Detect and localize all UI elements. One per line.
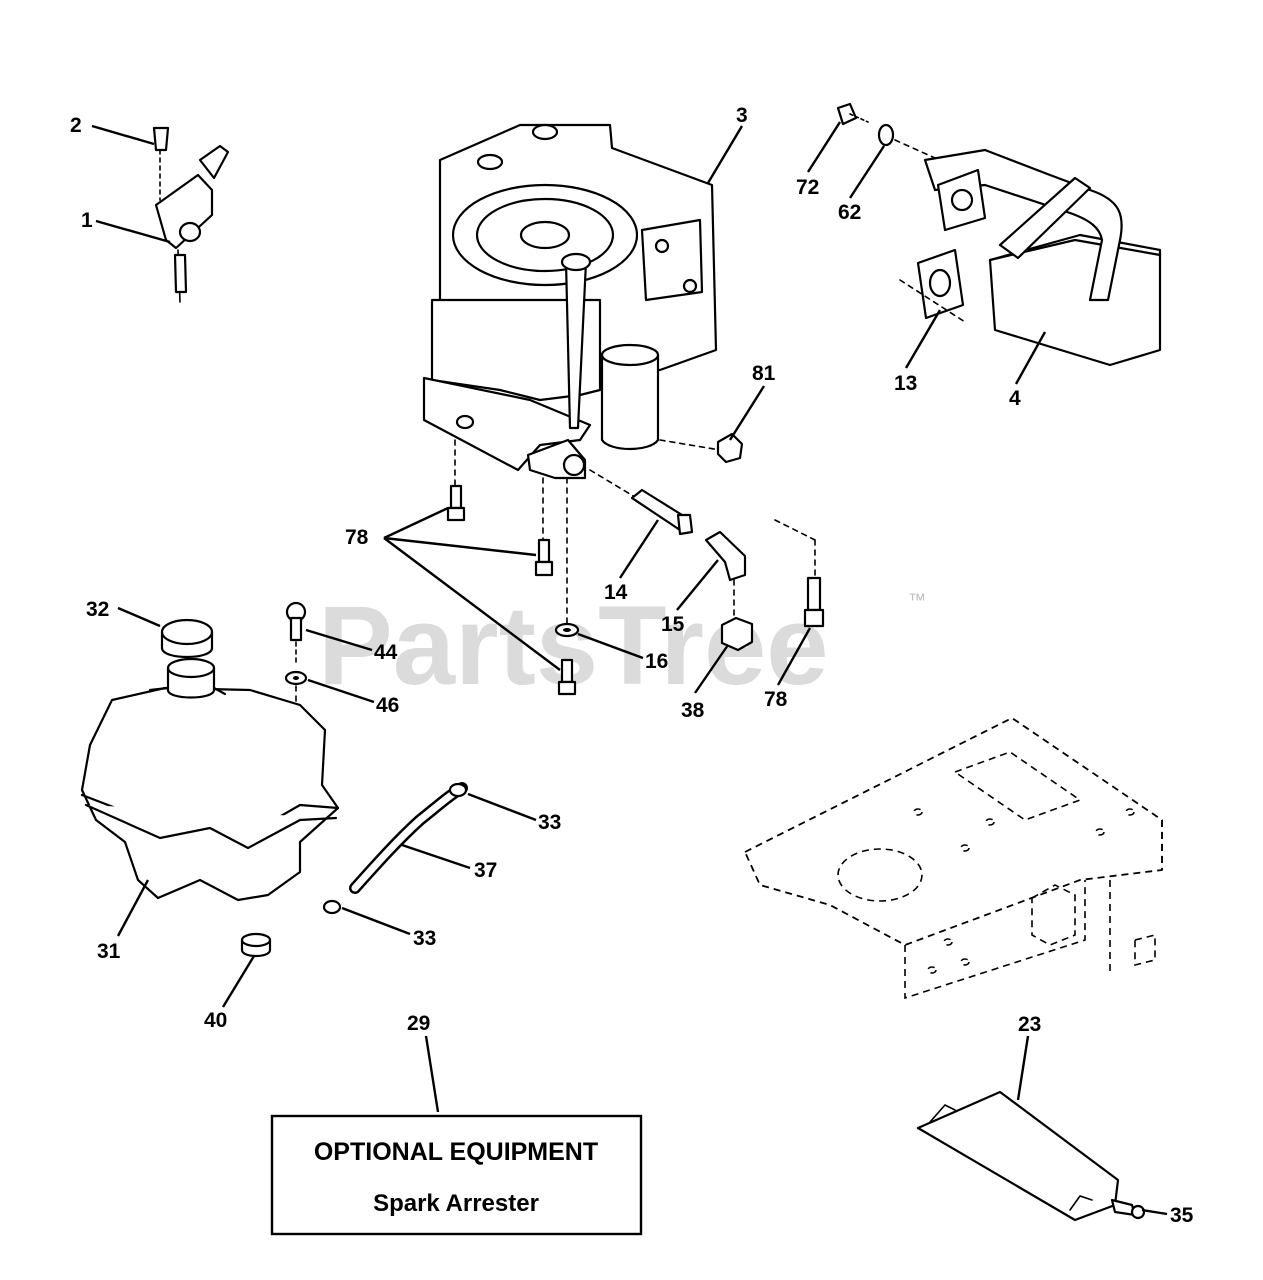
washer-62-part[interactable] — [877, 123, 895, 147]
callout-40[interactable]: 40 — [204, 1009, 227, 1032]
callout-72[interactable]: 72 — [796, 176, 819, 199]
exhaust-gasket-part[interactable] — [916, 248, 965, 320]
washer-16-part[interactable] — [554, 622, 580, 638]
hose-clamp-lower-part[interactable] — [322, 899, 342, 915]
optional-equipment-title: OPTIONAL EQUIPMENT — [314, 1138, 598, 1166]
throttle-control-part[interactable] — [152, 126, 230, 303]
bolt-78-right-part[interactable] — [803, 576, 825, 628]
washer-46-part[interactable] — [284, 670, 308, 686]
callout-32[interactable]: 32 — [86, 598, 109, 621]
callout-78-right[interactable]: 78 — [764, 688, 788, 711]
bolt-78-left-part[interactable] — [446, 484, 466, 522]
bolt-72-part[interactable] — [836, 102, 869, 126]
screw-35-part[interactable] — [1110, 1198, 1146, 1220]
callout-4[interactable]: 4 — [1009, 387, 1021, 410]
callout-31[interactable]: 31 — [97, 940, 121, 963]
callout-78-left[interactable]: 78 — [345, 526, 369, 549]
callout-37[interactable]: 37 — [474, 859, 497, 882]
bolt-78-lower-part[interactable] — [557, 658, 577, 696]
callout-29[interactable]: 29 — [407, 1012, 430, 1035]
callout-62[interactable]: 62 — [838, 201, 861, 224]
pipe-nipple-part[interactable] — [630, 488, 694, 536]
callout-33-lower[interactable]: 33 — [413, 927, 436, 950]
fuel-line-part[interactable] — [349, 782, 468, 894]
callout-23[interactable]: 23 — [1018, 1013, 1041, 1036]
engine-part[interactable] — [422, 123, 718, 480]
fuel-cap-part[interactable] — [160, 618, 214, 658]
callout-14[interactable]: 14 — [604, 581, 628, 604]
callout-16[interactable]: 16 — [645, 650, 668, 673]
bushing-40-part[interactable] — [240, 932, 272, 958]
watermark-tm: ™ — [908, 590, 926, 610]
callout-13[interactable]: 13 — [894, 372, 917, 395]
callout-35[interactable]: 35 — [1170, 1204, 1194, 1227]
optional-equipment-subtitle: Spark Arrester — [373, 1190, 539, 1217]
callout-3[interactable]: 3 — [736, 104, 748, 127]
callout-44[interactable]: 44 — [374, 641, 398, 664]
callout-46[interactable]: 46 — [376, 694, 399, 717]
optional-equipment-box: OPTIONAL EQUIPMENT Spark Arrester — [270, 1114, 643, 1236]
hose-clamp-upper-part[interactable] — [448, 782, 468, 798]
bracket-23-part[interactable] — [916, 1090, 1120, 1222]
screw-44-part[interactable] — [285, 601, 307, 666]
callout-33-upper[interactable]: 33 — [538, 811, 561, 834]
nut-81-part[interactable] — [716, 432, 744, 464]
chassis-frame — [744, 717, 1163, 1000]
muffler-part[interactable] — [923, 148, 1162, 367]
callout-81[interactable]: 81 — [752, 362, 776, 385]
callout-2[interactable]: 2 — [70, 114, 82, 137]
callout-38[interactable]: 38 — [681, 699, 705, 722]
callout-1[interactable]: 1 — [81, 209, 93, 232]
hex-nut-38-part[interactable] — [720, 616, 754, 652]
callout-15[interactable]: 15 — [661, 613, 685, 636]
bolt-78-middle-part[interactable] — [534, 538, 554, 577]
elbow-fitting-part[interactable] — [704, 530, 747, 621]
fuel-tank-part[interactable] — [80, 657, 340, 902]
